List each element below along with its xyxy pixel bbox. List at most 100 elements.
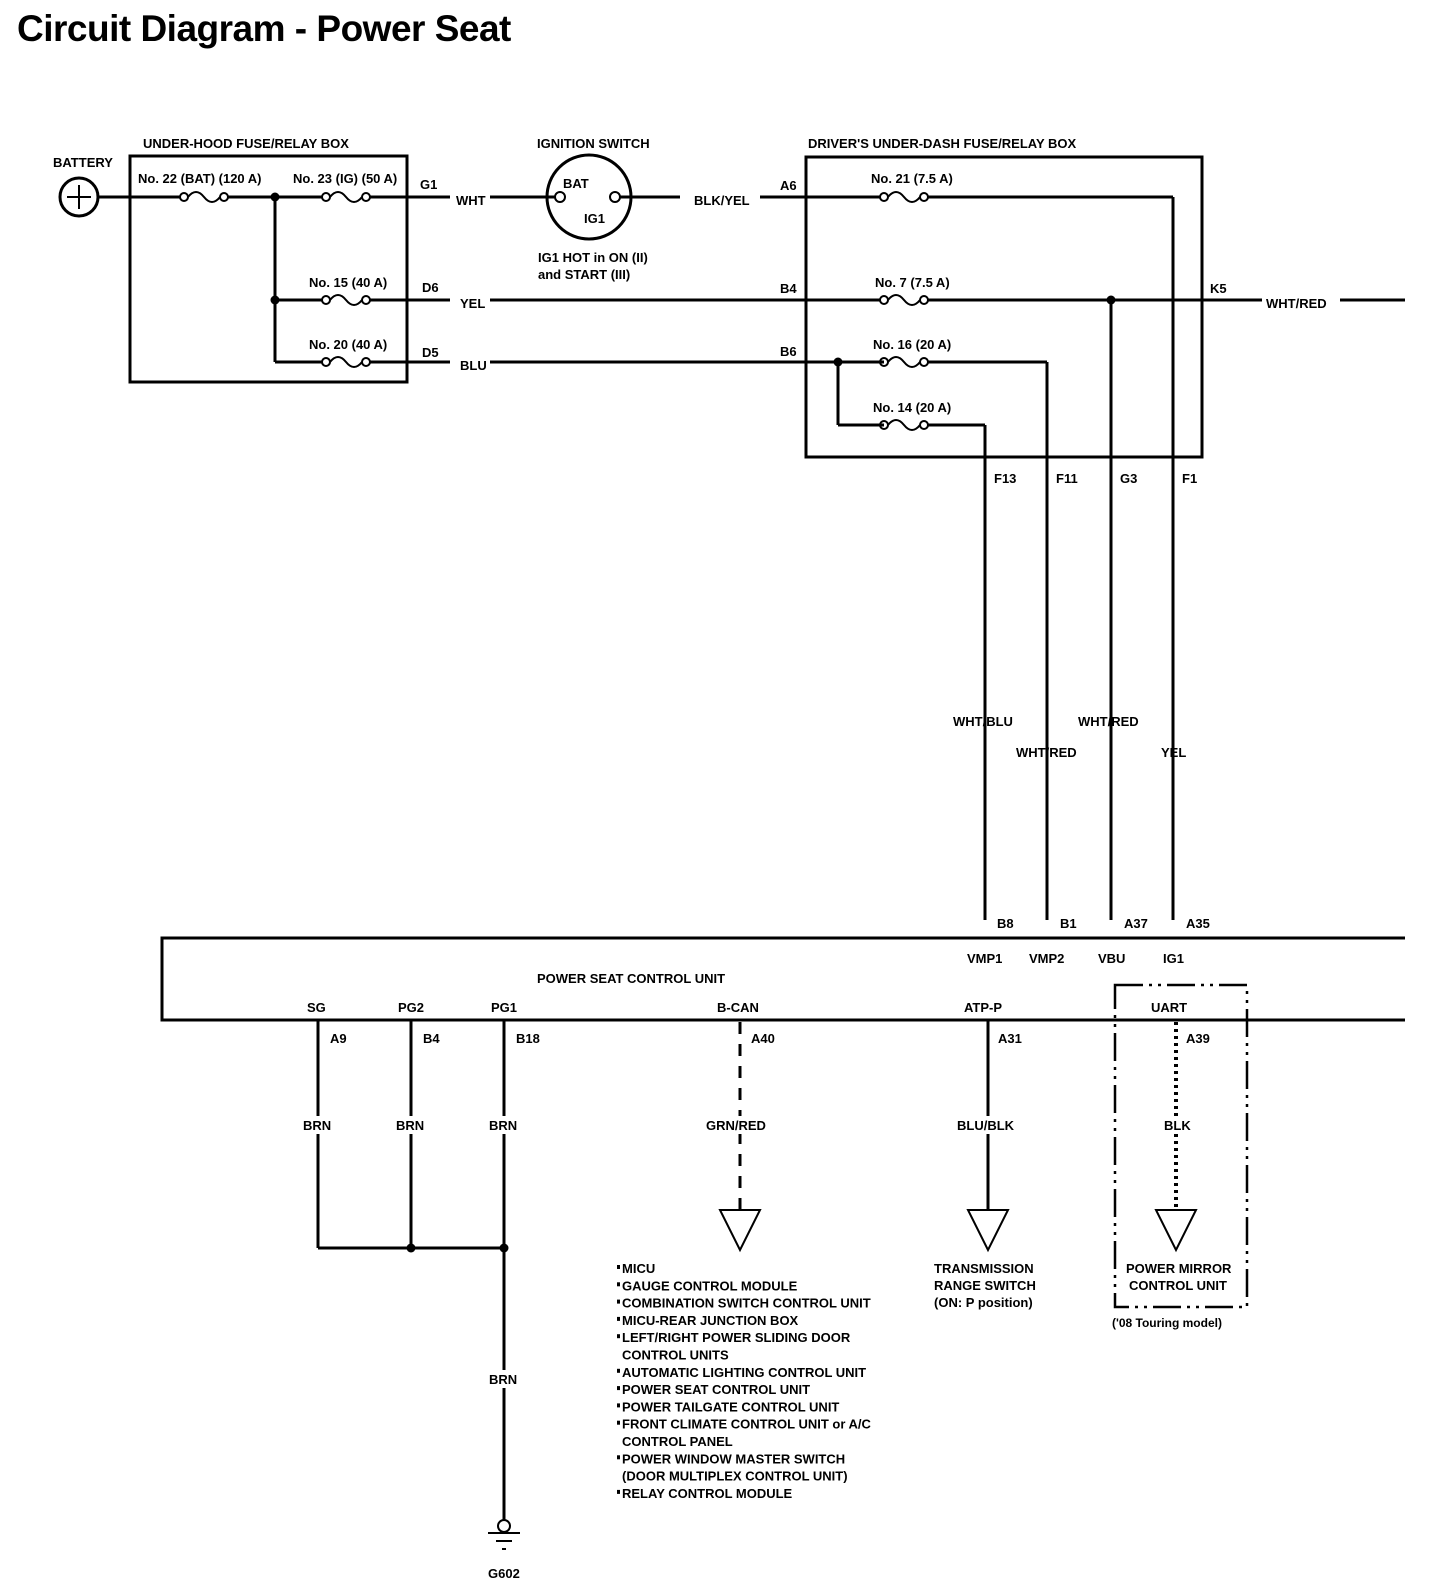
page-title: Circuit Diagram - Power Seat <box>17 8 511 49</box>
junction-dot <box>1106 295 1116 305</box>
bcan-device-item: CONTROL UNITS <box>622 1348 729 1363</box>
ignition-note-1: IG1 HOT in ON (II) <box>538 250 648 265</box>
fuse-icon <box>879 419 929 431</box>
wire-blk: BLK <box>1164 1118 1191 1133</box>
power-seat-control-unit-box <box>160 936 1405 1022</box>
wire-brn-pg2: BRN <box>396 1118 424 1133</box>
wire-yel: YEL <box>460 296 485 311</box>
trans-switch-line2: RANGE SWITCH <box>934 1278 1036 1293</box>
bullet-icon <box>617 1334 620 1339</box>
under-hood-box-label: UNDER-HOOD FUSE/RELAY BOX <box>143 136 349 151</box>
bcan-device-item: CONTROL PANEL <box>622 1434 733 1449</box>
bullet-icon <box>617 1282 620 1287</box>
signal-uart: UART <box>1151 1000 1187 1015</box>
wire-yel-ig1: YEL <box>1161 745 1186 760</box>
ignition-bat-label: BAT <box>563 176 589 191</box>
wire-blk-yel: BLK/YEL <box>694 193 750 208</box>
bcan-device-item: AUTOMATIC LIGHTING CONTROL UNIT <box>622 1365 866 1380</box>
pin-b4: B4 <box>423 1031 440 1046</box>
control-unit-label: POWER SEAT CONTROL UNIT <box>537 971 725 986</box>
terminal-g3: G3 <box>1120 471 1137 486</box>
signal-bcan: B-CAN <box>717 1000 759 1015</box>
junction-dot <box>499 1243 509 1253</box>
pin-a39: A39 <box>1186 1031 1210 1046</box>
bullet-icon <box>617 1299 620 1304</box>
fuse-icon <box>879 191 929 203</box>
terminal-d6: D6 <box>422 280 439 295</box>
terminal-d5: D5 <box>422 345 439 360</box>
fuse-icon <box>879 294 929 306</box>
wire-brn-sg: BRN <box>303 1118 331 1133</box>
bullet-icon <box>617 1368 620 1373</box>
trans-switch-arrow <box>966 1209 1010 1253</box>
terminal-f11: F11 <box>1056 471 1078 486</box>
junction-dot <box>833 357 843 367</box>
bcan-device-item: (DOOR MULTIPLEX CONTROL UNIT) <box>622 1469 848 1484</box>
fuse-15-label: No. 15 (40 A) <box>309 275 387 290</box>
fuse-7-label: No. 7 (7.5 A) <box>875 275 950 290</box>
signal-pg2: PG2 <box>398 1000 424 1015</box>
signal-pg1: PG1 <box>491 1000 517 1015</box>
mirror-unit-arrow <box>1154 1209 1198 1253</box>
terminal-f13: F13 <box>994 471 1016 486</box>
ignition-switch-icon <box>545 153 633 241</box>
ignition-switch-label: IGNITION SWITCH <box>537 136 650 151</box>
fuse-icon <box>321 356 371 368</box>
under-hood-fuse-box <box>128 154 409 384</box>
bcan-connector-arrow <box>718 1209 762 1253</box>
fuse-icon <box>179 191 229 203</box>
bullet-icon <box>617 1265 620 1269</box>
optional-equipment-box <box>1113 983 1249 1309</box>
pin-a35: A35 <box>1186 916 1210 931</box>
fuse-14-label: No. 14 (20 A) <box>873 400 951 415</box>
mirror-unit-line1: POWER MIRROR <box>1126 1261 1232 1276</box>
fuse-20-label: No. 20 (40 A) <box>309 337 387 352</box>
wire-wht-red-out: WHT/RED <box>1266 296 1327 311</box>
signal-atp-p: ATP-P <box>964 1000 1002 1015</box>
bcan-device-item: POWER SEAT CONTROL UNIT <box>622 1382 810 1397</box>
trans-switch-line1: TRANSMISSION <box>934 1261 1034 1276</box>
bcan-device-item: LEFT/RIGHT POWER SLIDING DOOR <box>622 1330 851 1345</box>
fuse-16-label: No. 16 (20 A) <box>873 337 951 352</box>
bullet-icon <box>617 1386 620 1391</box>
pin-b1: B1 <box>1060 916 1077 931</box>
pin-b18: B18 <box>516 1031 540 1046</box>
signal-sg: SG <box>307 1000 326 1015</box>
ground-icon <box>497 1519 511 1533</box>
pin-b8: B8 <box>997 916 1014 931</box>
wire-brn-ground: BRN <box>489 1372 517 1387</box>
bcan-device-item: POWER TAILGATE CONTROL UNIT <box>622 1399 839 1414</box>
ignition-note-2: and START (III) <box>538 267 630 282</box>
battery-label: BATTERY <box>53 155 113 170</box>
junction-dot <box>406 1243 416 1253</box>
bullet-icon <box>617 1489 620 1494</box>
fuse-icon <box>321 191 371 203</box>
pin-a40: A40 <box>751 1031 775 1046</box>
bcan-device-item: MICU-REAR JUNCTION BOX <box>622 1313 799 1328</box>
mirror-unit-note: ('08 Touring model) <box>1112 1316 1222 1330</box>
wire-blu-blk: BLU/BLK <box>957 1118 1015 1133</box>
fuse-icon <box>321 294 371 306</box>
bcan-device-item: RELAY CONTROL MODULE <box>622 1486 793 1501</box>
terminal-k5: K5 <box>1210 281 1227 296</box>
dash-box-label: DRIVER'S UNDER-DASH FUSE/RELAY BOX <box>808 136 1077 151</box>
junction-dot <box>270 192 280 202</box>
terminal-f1: F1 <box>1182 471 1197 486</box>
bcan-device-item: MICU <box>622 1261 655 1276</box>
terminal-b6: B6 <box>780 344 797 359</box>
fuse-21-label: No. 21 (7.5 A) <box>871 171 953 186</box>
pin-a31: A31 <box>998 1031 1022 1046</box>
terminal-b4: B4 <box>780 281 797 296</box>
fuse-22-label: No. 22 (BAT) (120 A) <box>138 171 262 186</box>
junction-dot <box>270 295 280 305</box>
wire-wht-red-vmp2: WHT/RED <box>1016 745 1077 760</box>
wire-wht-red-vbu: WHT/RED <box>1078 714 1139 729</box>
dash-fuse-box <box>804 155 1204 459</box>
bullet-icon <box>617 1455 620 1460</box>
mirror-unit-line2: CONTROL UNIT <box>1129 1278 1227 1293</box>
wire-wht-blu: WHT/BLU <box>953 714 1013 729</box>
bullet-icon <box>617 1403 620 1408</box>
signal-vmp2: VMP2 <box>1029 951 1064 966</box>
